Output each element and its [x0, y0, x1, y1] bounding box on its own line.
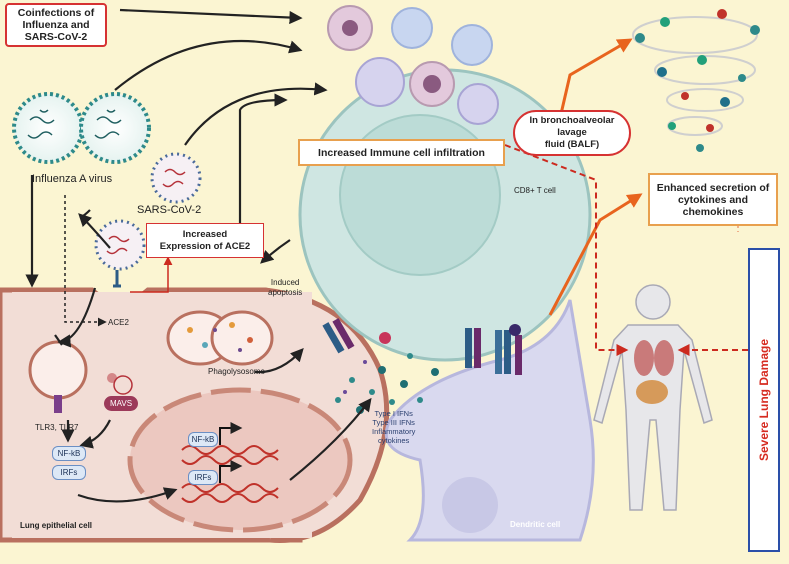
irfs-nucleus-pill: IRFs	[188, 470, 218, 485]
cytokine-tornado	[632, 9, 760, 152]
induced-apoptosis-label: Induced apoptosis	[268, 278, 303, 297]
influenza-virus-1	[12, 92, 84, 164]
dashed-path-balf-to-body	[504, 144, 629, 356]
human-body-figure	[593, 284, 713, 511]
severe-lung-damage-box: Severe Lung Damage	[748, 248, 780, 552]
cd8-t-cell-label: CD8+ T cell	[514, 186, 556, 195]
ace2-expression-box: Increased Expression of ACE2	[146, 223, 264, 258]
ace2-red-arrow	[130, 256, 173, 293]
infiltration-box: Increased Immune cell infiltration	[298, 139, 505, 166]
irfs-pill: IRFs	[52, 465, 86, 480]
cytokines-label: Type I IFNs Type III IFNs Inflammatory c…	[372, 409, 416, 445]
tcr-mhc-receptors	[322, 318, 522, 375]
influenza-virus-2	[79, 92, 151, 164]
ace2-dashed-arrow	[64, 195, 107, 327]
mavs-badge: MAVS	[104, 396, 138, 411]
balf-box: In bronchoalveolar lavage fluid (BALF)	[513, 110, 631, 156]
orange-arrow-to-secretion	[548, 193, 643, 316]
sars-cov-2-label: SARS-CoV-2	[137, 204, 202, 216]
coinfection-title-box: Coinfections of Influenza and SARS-CoV-2	[5, 3, 107, 47]
phagolysosome-organelle	[166, 310, 274, 366]
nfkb-pill: NF-kB	[52, 446, 86, 461]
sars-cov-2-bound-virus	[94, 219, 146, 288]
mavs-virus-cluster	[107, 373, 133, 395]
lung-epithelial-cell-label: Lung epithelial cell	[20, 521, 93, 530]
sars-cov-2-virus	[150, 152, 202, 204]
dendritic-cell-label: Dendritic cell	[510, 520, 561, 529]
immune-cells	[327, 5, 499, 125]
influenza-label: Influenza A virus	[32, 173, 113, 185]
nfkb-nucleus-pill: NF-kB	[188, 432, 218, 447]
nucleus	[127, 387, 353, 533]
dna-strands	[181, 445, 279, 503]
secretion-box: Enhanced secretion of cytokines and chem…	[648, 173, 778, 226]
ace2-label: ACE2	[108, 318, 129, 327]
tlr-label: TLR3, TLR7	[35, 423, 79, 432]
phagolysosome-label: Phagolysosome	[208, 367, 265, 376]
flow-arrows-black	[25, 8, 372, 503]
severe-lung-damage-text: Severe Lung Damage	[757, 338, 772, 462]
